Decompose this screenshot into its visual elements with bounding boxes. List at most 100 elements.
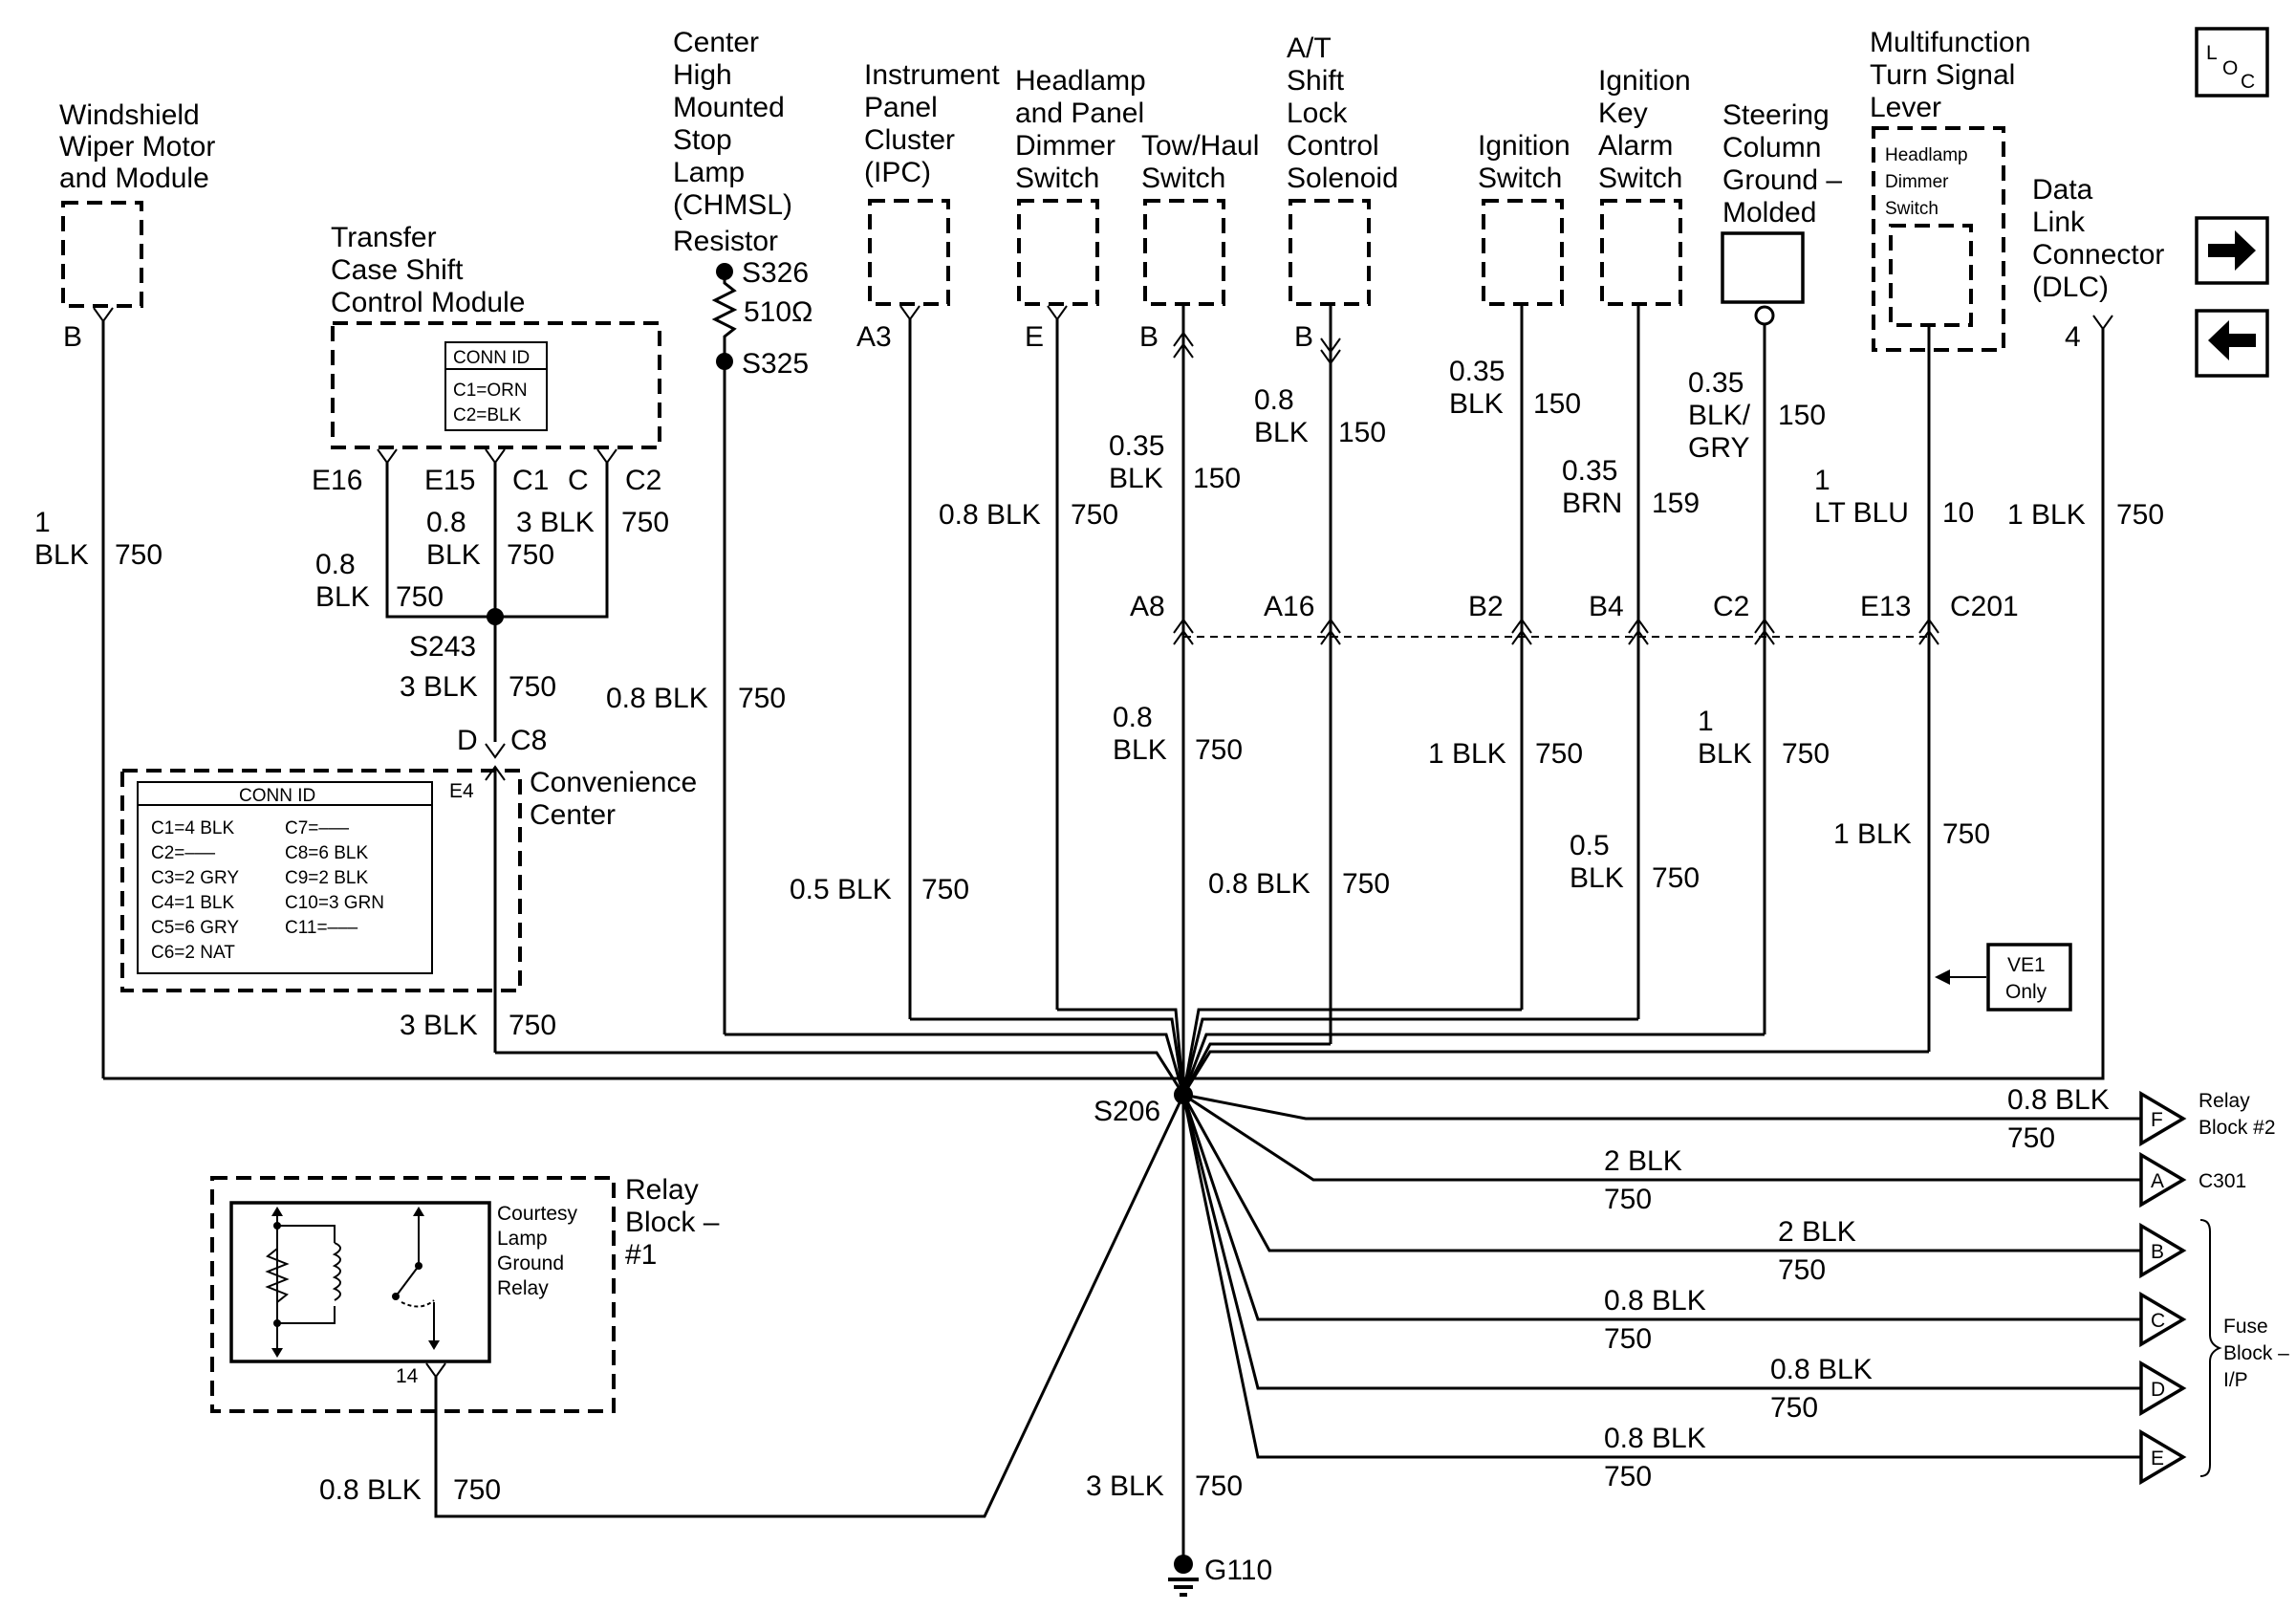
wire bbox=[1057, 1008, 1185, 1096]
wire-label: 3 BLK bbox=[400, 671, 478, 703]
svg-text:Cluster: Cluster bbox=[864, 124, 955, 156]
conn-id-table: CONN ID C1=4 BLK C2=––– C3=2 GRY C4=1 BL… bbox=[137, 781, 433, 974]
pin-label: A3 bbox=[856, 321, 892, 353]
wire-label: 150 bbox=[1533, 388, 1581, 420]
svg-text:C5=6 GRY: C5=6 GRY bbox=[151, 918, 239, 938]
pin-label: D bbox=[2151, 1379, 2165, 1401]
svg-text:Center: Center bbox=[530, 799, 616, 831]
conn-id-table: CONN ID C1=ORN C2=BLK bbox=[444, 341, 548, 431]
wire-label: 10 bbox=[1942, 497, 1974, 529]
wire-label: BLK bbox=[1570, 862, 1624, 894]
svg-text:Convenience: Convenience bbox=[530, 767, 697, 798]
svg-text:Block –: Block – bbox=[625, 1207, 720, 1238]
loc-button[interactable]: L O C bbox=[2195, 27, 2269, 98]
wire-label: LT BLU bbox=[1814, 497, 1909, 529]
wire-label: 1 BLK bbox=[1428, 738, 1506, 770]
wire-label: 150 bbox=[1778, 400, 1826, 431]
wire-label: 3 BLK bbox=[1086, 1470, 1164, 1502]
svg-text:Relay: Relay bbox=[625, 1174, 699, 1206]
pin-label: C2 bbox=[1713, 591, 1749, 622]
svg-text:C3=2 GRY: C3=2 GRY bbox=[151, 868, 239, 888]
wire-label: 1 bbox=[1698, 706, 1714, 737]
svg-text:Control: Control bbox=[1287, 130, 1379, 162]
loc-letter-l: L bbox=[2206, 42, 2218, 64]
svg-text:Data: Data bbox=[2032, 174, 2093, 206]
svg-text:Turn Signal: Turn Signal bbox=[1870, 59, 2015, 91]
wire bbox=[385, 463, 495, 619]
wire bbox=[725, 1033, 1185, 1096]
arrow-left-icon bbox=[2208, 320, 2256, 360]
pin-label: B4 bbox=[1589, 591, 1624, 622]
svg-text:Headlamp: Headlamp bbox=[1885, 145, 1968, 165]
svg-text:C9=2 BLK: C9=2 BLK bbox=[285, 868, 368, 888]
wire-label: BLK bbox=[1254, 417, 1309, 448]
svg-text:Switch: Switch bbox=[1598, 163, 1682, 194]
ignition-switch: Ignition Switch 0.35 BLK 150 1 BLK 750 bbox=[1428, 130, 1583, 1010]
prev-page-button[interactable] bbox=[2195, 309, 2269, 378]
svg-text:C7=–––: C7=––– bbox=[285, 818, 350, 838]
svg-text:and Panel: and Panel bbox=[1015, 98, 1144, 129]
svg-text:VE1: VE1 bbox=[2007, 954, 2046, 976]
svg-text:Mounted: Mounted bbox=[673, 92, 785, 123]
svg-text:C11=–––: C11=––– bbox=[285, 918, 358, 938]
connector-label: C201 bbox=[1950, 591, 2019, 622]
splice-s243 bbox=[487, 608, 504, 625]
wire bbox=[1181, 1008, 1522, 1096]
tow-haul-switch: Tow/Haul Switch B 0.35 BLK 150 0.8 BLK 7… bbox=[1109, 130, 1259, 1071]
svg-text:Ignition: Ignition bbox=[1598, 65, 1691, 97]
ground-bus: S206 bbox=[103, 1008, 1929, 1127]
wire bbox=[1183, 329, 2105, 1080]
pin-label: B bbox=[63, 321, 82, 353]
wire-label: 750 bbox=[1604, 1184, 1652, 1215]
wire-label: 750 bbox=[509, 671, 556, 703]
wire-label: 750 bbox=[1604, 1461, 1652, 1492]
wire bbox=[495, 463, 609, 619]
ground-icon bbox=[1168, 1578, 1199, 1597]
svg-text:CONN ID: CONN ID bbox=[239, 786, 315, 806]
svg-text:(DLC): (DLC) bbox=[2032, 272, 2109, 303]
wire-label: 750 bbox=[509, 1010, 556, 1041]
wire bbox=[495, 1051, 1185, 1096]
wire bbox=[1181, 1094, 2141, 1459]
svg-text:C6=2 NAT: C6=2 NAT bbox=[151, 943, 235, 963]
pin-label: E bbox=[2151, 1448, 2164, 1469]
svg-text:Windshield: Windshield bbox=[59, 99, 200, 131]
wire-label: 750 bbox=[1195, 734, 1243, 766]
wire-label: 750 bbox=[1652, 862, 1700, 894]
svg-text:(IPC): (IPC) bbox=[864, 157, 931, 188]
svg-text:Switch: Switch bbox=[1141, 163, 1225, 194]
transfer-case-module: Transfer Case Shift Control Module CONN … bbox=[312, 222, 669, 759]
wire-label: 150 bbox=[1193, 463, 1241, 494]
wire-label: 3 BLK bbox=[516, 507, 595, 538]
wire bbox=[434, 1094, 1185, 1518]
svg-text:Tow/Haul: Tow/Haul bbox=[1141, 130, 1259, 162]
splice-label: S206 bbox=[1094, 1096, 1160, 1127]
wire-label: 0.8 BLK bbox=[319, 1474, 422, 1506]
wire-label: 0.8 BLK bbox=[1604, 1285, 1706, 1317]
wire-label: 750 bbox=[396, 581, 444, 613]
svg-text:Column: Column bbox=[1722, 132, 1821, 163]
courtesy-lamp-relay bbox=[229, 1201, 491, 1363]
wire-label: 1 BLK bbox=[2007, 499, 2086, 531]
wire-label: 0.8 BLK bbox=[2007, 1084, 2110, 1116]
pin-label: E4 bbox=[449, 780, 474, 802]
svg-text:Lever: Lever bbox=[1870, 92, 1941, 123]
wire bbox=[1182, 1093, 2141, 1121]
next-page-button[interactable] bbox=[2195, 216, 2269, 285]
svg-text:(CHMSL): (CHMSL) bbox=[673, 189, 792, 221]
wire-label: 750 bbox=[1770, 1392, 1818, 1424]
wire-label: 750 bbox=[1604, 1323, 1652, 1355]
pin-label: E15 bbox=[424, 465, 475, 496]
svg-text:C1=4 BLK: C1=4 BLK bbox=[151, 818, 234, 838]
headlamp-panel-dimmer-switch: Headlamp and Panel Dimmer Switch E 0.8 B… bbox=[939, 65, 1146, 1010]
svg-text:Ground –: Ground – bbox=[1722, 164, 1842, 196]
svg-text:Multifunction: Multifunction bbox=[1870, 27, 2030, 58]
chmsl-resistor: Center High Mounted Stop Lamp (CHMSL) Re… bbox=[606, 27, 812, 1034]
wire-label: 750 bbox=[115, 539, 162, 571]
pin-label: A bbox=[2151, 1170, 2164, 1192]
relay-block-1: Relay Block – #1 Courtesy Lamp Ground Re… bbox=[210, 1094, 1185, 1518]
windshield-wiper-module: Windshield Wiper Motor and Module B 1 BL… bbox=[34, 99, 215, 1078]
instrument-panel-cluster: Instrument Panel Cluster (IPC) A3 0.5 BL… bbox=[790, 59, 1000, 1019]
svg-text:Block #2: Block #2 bbox=[2199, 1117, 2276, 1139]
